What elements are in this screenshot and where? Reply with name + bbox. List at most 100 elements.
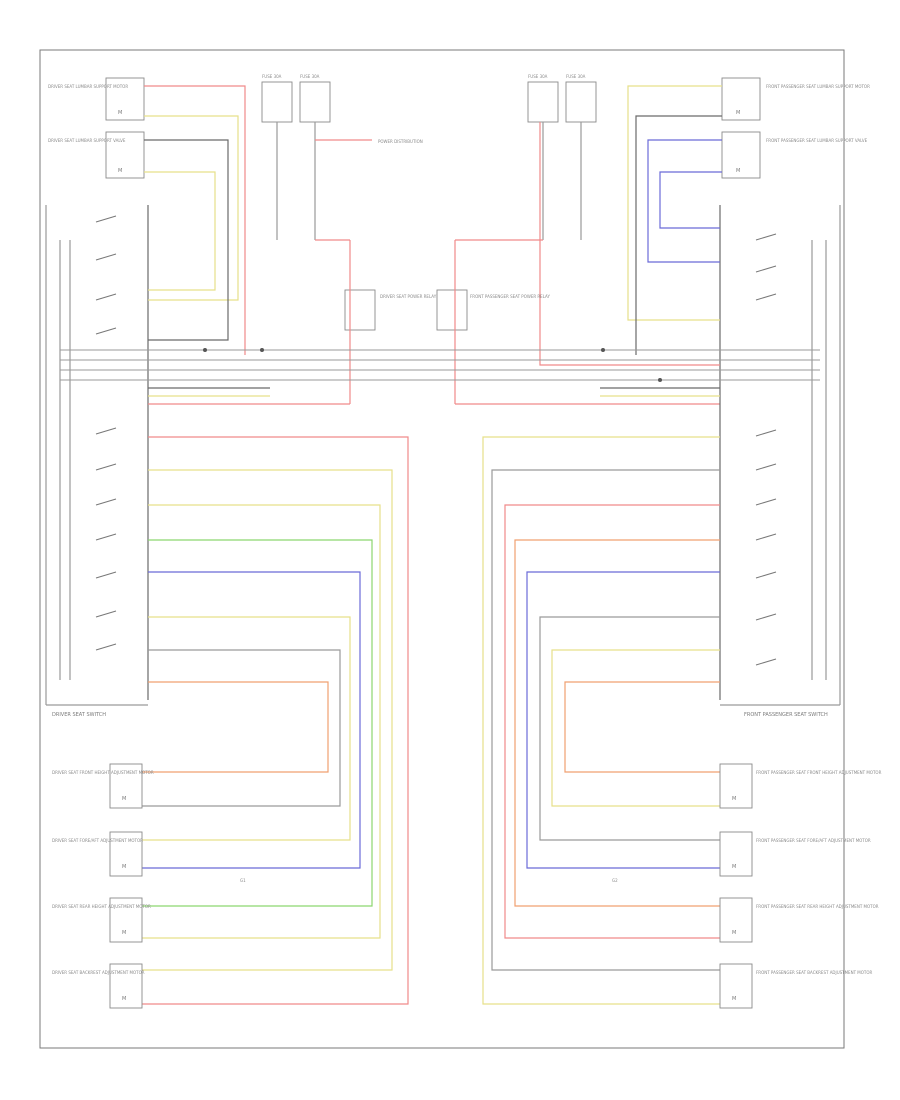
wire-top-left-dark xyxy=(144,139,229,341)
right-switch-contact-4 xyxy=(755,463,777,471)
junction-right-2 xyxy=(658,378,662,382)
left-motor-2-symbol: M xyxy=(122,864,126,870)
wire-top-right-dark xyxy=(635,115,722,355)
center-relay-left xyxy=(315,239,376,404)
lumbar-motor-right-box xyxy=(721,77,761,121)
right-motor-label-1: FRONT PASSENGER SEAT FRONT HEIGHT ADJUST… xyxy=(756,770,882,775)
left-switch-contact-8 xyxy=(95,571,117,579)
left-motor-4-box xyxy=(109,963,143,1009)
wire-right-drop-gray-2 xyxy=(539,616,720,841)
top-right-motor-group: M M xyxy=(721,77,761,179)
lumbar-motor-right-symbol: M xyxy=(736,110,740,116)
wire-top-right-yellow xyxy=(627,85,722,321)
right-switch-contact-3 xyxy=(755,429,777,437)
passenger-seat-switch-block xyxy=(719,205,841,706)
wire-top-right-blue xyxy=(647,139,722,263)
right-switch-label: FRONT PASSENGER SEAT SWITCH xyxy=(744,712,828,718)
fuse-label-2: FUSE 30A xyxy=(300,74,320,79)
fuse-block-right xyxy=(527,81,597,240)
wire-left-drop-yellow-3 xyxy=(142,616,351,841)
ground-left-label: G1 xyxy=(240,878,246,883)
right-motor-1-symbol: M xyxy=(732,796,736,802)
top-left-motor-label-1: DRIVER SEAT LUMBAR SUPPORT MOTOR xyxy=(48,84,128,89)
left-motor-4-symbol: M xyxy=(122,996,126,1002)
left-switch-contacts xyxy=(95,215,117,651)
wire-right-drop-orange xyxy=(514,539,720,907)
top-right-motor-label-2: FRONT PASSENGER SEAT LUMBAR SUPPORT VALV… xyxy=(766,138,868,143)
right-switch-contact-8 xyxy=(755,613,777,621)
wire-right-drop-orange-2 xyxy=(564,681,720,773)
left-switch-contact-6 xyxy=(95,498,117,506)
bottom-left-motor-group: M M M M xyxy=(109,763,143,1009)
top-left-motor-label-2: DRIVER SEAT LUMBAR SUPPORT VALVE xyxy=(48,138,126,143)
wire-left-drop-green xyxy=(142,539,373,907)
left-switch-contact-2 xyxy=(95,293,117,301)
diagram-frame xyxy=(39,49,845,1049)
bottom-right-motor-group: M M M M xyxy=(719,763,753,1009)
wire-top-right-red xyxy=(539,122,720,366)
wire-left-drop-yellow-2 xyxy=(142,504,381,939)
wire-right-drop-yellow-2 xyxy=(551,649,720,807)
right-switch-contact-5 xyxy=(755,498,777,506)
left-switch-contact-4 xyxy=(95,427,117,435)
right-switch-contact-7 xyxy=(755,571,777,579)
lumbar-motor-left-box xyxy=(105,77,145,121)
lumbar-valve-left-symbol: M xyxy=(118,168,122,174)
right-motor-2-box xyxy=(719,831,753,877)
left-switch-label: DRIVER SEAT SWITCH xyxy=(52,712,106,718)
left-motor-2-box xyxy=(109,831,143,877)
power-note: POWER DISTRIBUTION xyxy=(378,139,423,144)
left-switch-contact-5 xyxy=(95,463,117,471)
top-left-motor-group: M M xyxy=(105,77,145,179)
wire-left-drop-orange xyxy=(142,681,329,773)
wire-layer xyxy=(60,85,820,1005)
wire-right-drop-red xyxy=(504,504,720,939)
junction-right-1 xyxy=(601,348,605,352)
ground-right-label: G2 xyxy=(612,878,618,883)
wire-right-drop-gray xyxy=(491,469,720,971)
wire-left-drop-blue xyxy=(142,571,361,869)
right-motor-label-2: FRONT PASSENGER SEAT FORE/AFT ADJUSTMENT… xyxy=(756,838,871,843)
right-switch-contacts xyxy=(755,233,777,666)
left-switch-contact-0 xyxy=(95,215,117,223)
left-switch-contact-1 xyxy=(95,253,117,261)
right-motor-2-symbol: M xyxy=(732,864,736,870)
left-motor-3-box xyxy=(109,897,143,943)
wire-right-drop-yellow xyxy=(482,436,720,1005)
wire-top-left-red xyxy=(144,85,246,355)
right-motor-3-symbol: M xyxy=(732,930,736,936)
fuse-label-4: FUSE 30A xyxy=(566,74,586,79)
lumbar-valve-left-box xyxy=(105,131,145,179)
center-relay-right xyxy=(436,239,720,405)
right-switch-contact-2 xyxy=(755,293,777,301)
left-switch-contact-9 xyxy=(95,610,117,618)
left-motor-1-box xyxy=(109,763,143,809)
right-motor-label-3: FRONT PASSENGER SEAT REAR HEIGHT ADJUSTM… xyxy=(756,904,879,909)
left-switch-contact-10 xyxy=(95,643,117,651)
left-motor-label-4: DRIVER SEAT BACKREST ADJUSTMENT MOTOR xyxy=(52,970,145,975)
right-switch-contact-6 xyxy=(755,533,777,541)
left-motor-3-symbol: M xyxy=(122,930,126,936)
center-right-component-label: FRONT PASSENGER SEAT POWER RELAY xyxy=(470,294,550,299)
wire-top-left-yellow-2 xyxy=(144,171,216,291)
wire-top-left-yellow xyxy=(144,115,239,301)
center-left-component-label: DRIVER SEAT POWER RELAY xyxy=(380,294,437,299)
left-switch-contact-7 xyxy=(95,533,117,541)
fuse-label-3: FUSE 30A xyxy=(528,74,548,79)
junction-left-1 xyxy=(203,348,207,352)
right-switch-contact-0 xyxy=(755,233,777,241)
left-motor-label-2: DRIVER SEAT FORE/AFT ADJUSTMENT MOTOR xyxy=(52,838,143,843)
right-switch-contact-9 xyxy=(755,658,777,666)
wire-left-drop-yellow xyxy=(142,469,393,971)
lumbar-valve-right-symbol: M xyxy=(736,168,740,174)
right-motor-label-4: FRONT PASSENGER SEAT BACKREST ADJUSTMENT… xyxy=(756,970,872,975)
lumbar-motor-left-symbol: M xyxy=(118,110,122,116)
driver-seat-switch-block xyxy=(45,205,149,706)
lumbar-valve-right-box xyxy=(721,131,761,179)
left-motor-1-symbol: M xyxy=(122,796,126,802)
right-motor-4-box xyxy=(719,963,753,1009)
top-right-motor-label-1: FRONT PASSENGER SEAT LUMBAR SUPPORT MOTO… xyxy=(766,84,870,89)
wire-right-drop-blue xyxy=(526,571,720,869)
wire-top-right-blue-2 xyxy=(659,171,722,229)
